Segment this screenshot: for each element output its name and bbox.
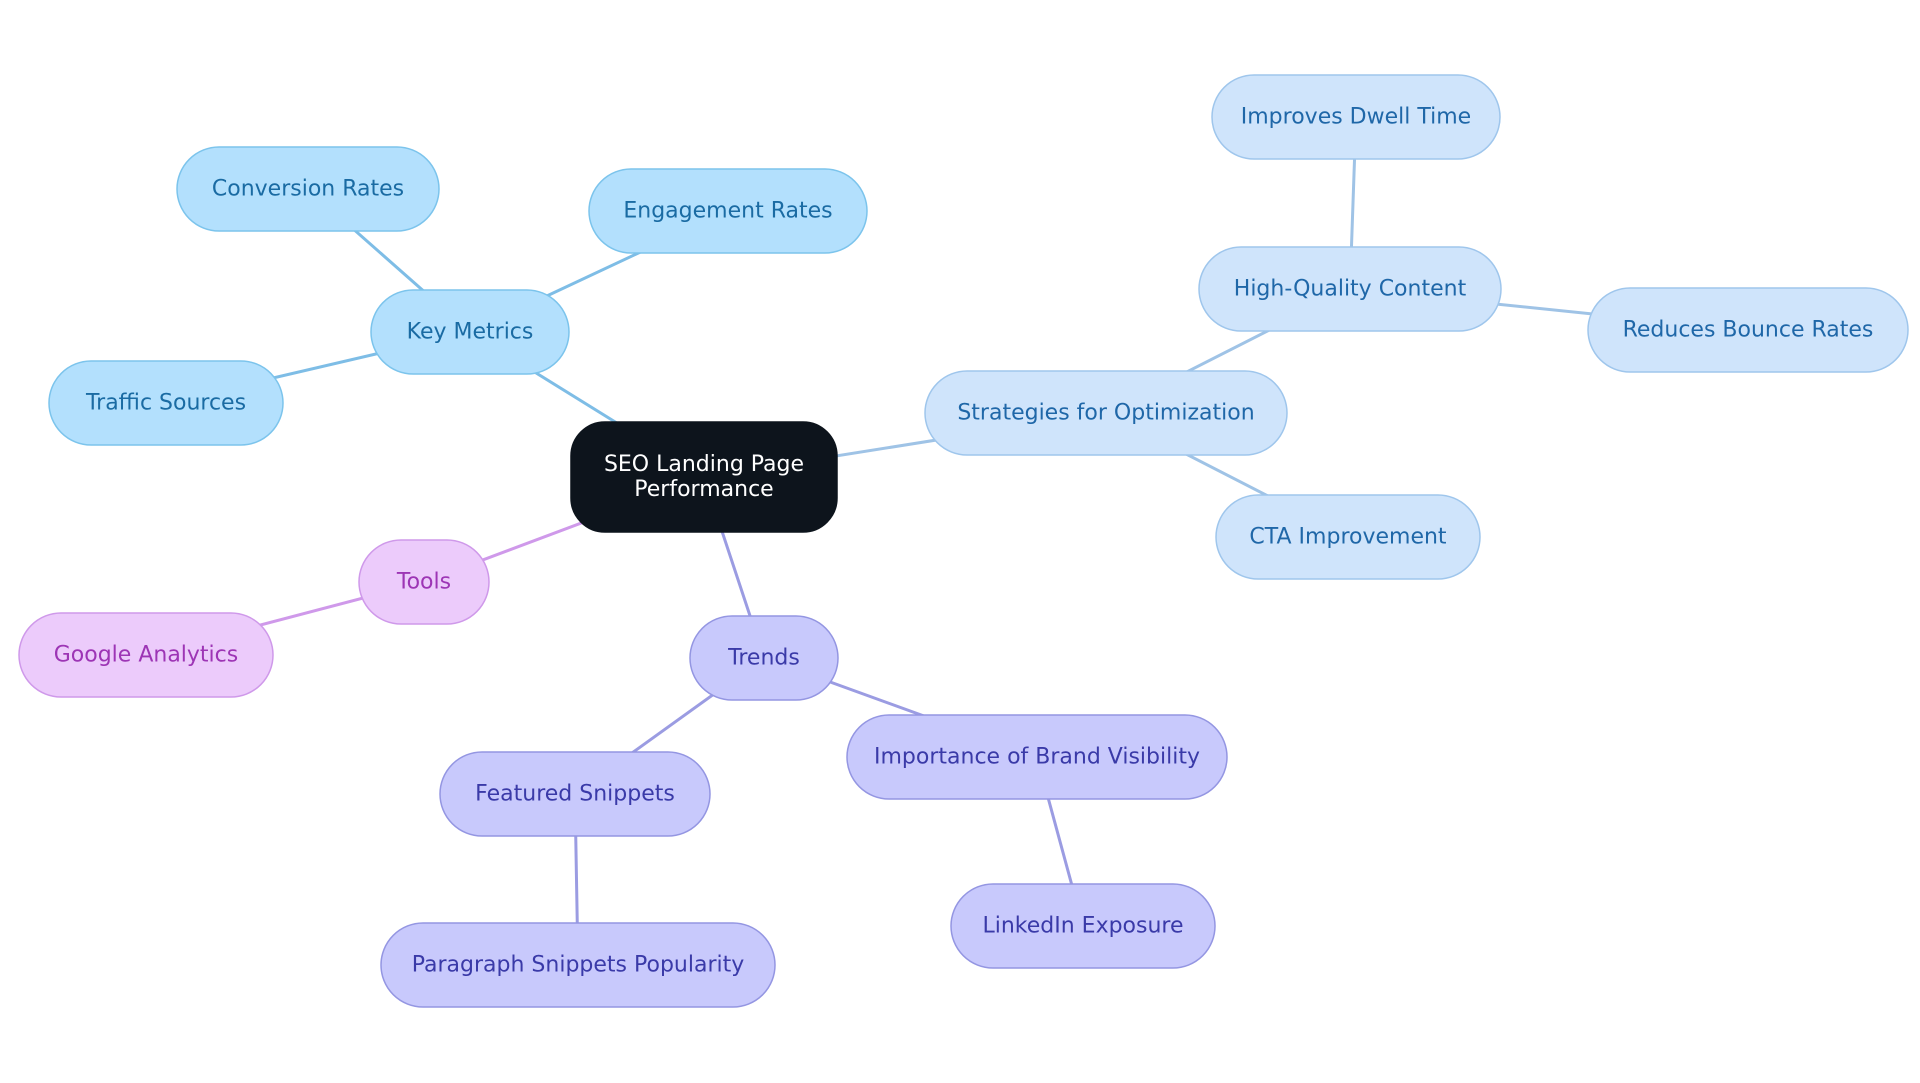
node-box	[924, 370, 1288, 456]
node-label: Importance of Brand Visibility	[874, 745, 1200, 770]
node-cta-improvement[interactable]: CTA Improvement	[1215, 494, 1481, 580]
node-label: Google Analytics	[54, 643, 238, 668]
node-label: High-Quality Content	[1234, 277, 1467, 302]
node-box	[689, 615, 839, 701]
node-label: Conversion Rates	[212, 177, 404, 202]
node-box	[846, 714, 1228, 800]
node-trends[interactable]: Trends	[689, 615, 839, 701]
node-label: Reduces Bounce Rates	[1623, 318, 1874, 343]
node-box	[588, 168, 868, 254]
root-label-line: Performance	[634, 477, 773, 502]
node-conversion-rates[interactable]: Conversion Rates	[176, 146, 440, 232]
node-box	[1587, 287, 1909, 373]
node-label: Traffic Sources	[85, 391, 246, 416]
node-improves-dwell-time[interactable]: Improves Dwell Time	[1211, 74, 1501, 160]
node-high-quality-content[interactable]: High-Quality Content	[1198, 246, 1502, 332]
node-paragraph-snippets[interactable]: Paragraph Snippets Popularity	[380, 922, 776, 1008]
node-label: Engagement Rates	[623, 199, 832, 224]
node-box	[1215, 494, 1481, 580]
node-box	[1211, 74, 1501, 160]
node-label: Strategies for Optimization	[957, 401, 1254, 426]
node-box	[48, 360, 284, 446]
node-brand-visibility[interactable]: Importance of Brand Visibility	[846, 714, 1228, 800]
node-box	[950, 883, 1216, 969]
node-tools[interactable]: Tools	[358, 539, 490, 625]
node-featured-snippets[interactable]: Featured Snippets	[439, 751, 711, 837]
node-label: Improves Dwell Time	[1241, 105, 1471, 130]
root-label-line: SEO Landing Page	[604, 452, 804, 477]
node-label: LinkedIn Exposure	[982, 914, 1183, 939]
node-label: Featured Snippets	[475, 782, 675, 807]
node-strategies[interactable]: Strategies for Optimization	[924, 370, 1288, 456]
node-traffic-sources[interactable]: Traffic Sources	[48, 360, 284, 446]
node-box	[439, 751, 711, 837]
root-box	[570, 421, 838, 533]
node-box	[358, 539, 490, 625]
node-key-metrics[interactable]: Key Metrics	[370, 289, 570, 375]
node-reduces-bounce-rates[interactable]: Reduces Bounce Rates	[1587, 287, 1909, 373]
node-label: Trends	[727, 646, 800, 671]
edges-layer	[144, 115, 1750, 967]
node-box	[18, 612, 274, 698]
node-box	[1198, 246, 1502, 332]
node-google-analytics[interactable]: Google Analytics	[18, 612, 274, 698]
node-label: Tools	[396, 570, 451, 595]
node-label: CTA Improvement	[1249, 525, 1447, 550]
node-box	[380, 922, 776, 1008]
node-engagement-rates[interactable]: Engagement Rates	[588, 168, 868, 254]
node-box	[370, 289, 570, 375]
node-label: Key Metrics	[407, 320, 534, 345]
node-box	[176, 146, 440, 232]
node-linkedin-exposure[interactable]: LinkedIn Exposure	[950, 883, 1216, 969]
node-label: Paragraph Snippets Popularity	[412, 953, 745, 978]
